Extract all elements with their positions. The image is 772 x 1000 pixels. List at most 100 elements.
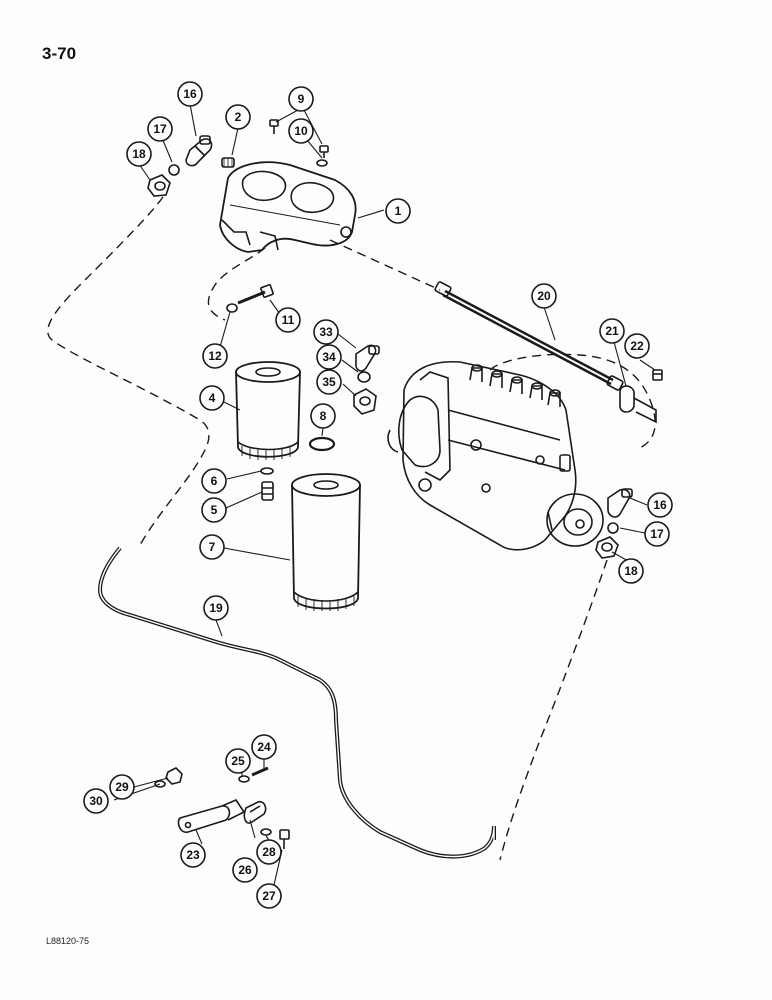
elbow-fitting-33 (355, 344, 380, 372)
page-number: 3-70 (42, 44, 77, 63)
injection-pump (387, 360, 604, 551)
dashed-return-lines (47, 196, 656, 861)
callout-label: 17 (153, 122, 167, 136)
cap-screw-24 (238, 766, 269, 783)
callout-bubbles: 1 2 4 5 6 7 8 (83, 81, 673, 909)
bleed-screw (652, 369, 663, 381)
callout-23: 23 (180, 842, 206, 868)
callout-33: 33 (313, 319, 339, 345)
callout-label: 29 (115, 780, 129, 794)
callout-5: 5 (201, 497, 227, 523)
callout-8: 8 (310, 403, 336, 429)
callout-label: 4 (209, 391, 216, 405)
callout-label: 34 (322, 350, 336, 364)
callout-11: 11 (275, 307, 301, 333)
callout-label: 27 (262, 889, 276, 903)
callout-label: 2 (235, 110, 242, 124)
adapter (261, 481, 274, 501)
callout-12: 12 (202, 343, 228, 369)
sleeve-right (607, 522, 619, 534)
callout-label: 12 (208, 349, 222, 363)
illustration-reference-code: L88120-75 (46, 936, 90, 946)
callout-label: 6 (211, 474, 218, 488)
dashed-route-head-to-hose (329, 239, 441, 291)
callout-label: 1 (395, 204, 402, 218)
callout-24: 24 (251, 734, 277, 760)
elbow-fitting-right (607, 488, 633, 518)
callout-label: 18 (132, 147, 146, 161)
callout-16-right: 16 (647, 492, 673, 518)
banjo-fitting (619, 385, 657, 424)
hose (434, 281, 624, 391)
callout-label: 26 (238, 863, 252, 877)
callout-25: 25 (225, 748, 251, 774)
callout-label: 5 (211, 503, 218, 517)
sleeve-34 (357, 371, 371, 383)
callout-2: 2 (225, 104, 251, 130)
o-ring (260, 467, 274, 475)
callout-label: 25 (231, 754, 245, 768)
callout-label: 21 (605, 324, 619, 338)
callout-18-top: 18 (126, 141, 152, 167)
sleeve-top (168, 164, 180, 176)
bracket (177, 799, 246, 833)
primary-filter (235, 361, 301, 460)
elbow-fitting-top (185, 135, 213, 167)
callout-label: 17 (650, 527, 664, 541)
callout-27: 27 (256, 883, 282, 909)
clamp (243, 800, 267, 824)
filter-head (219, 161, 357, 253)
callout-22: 22 (624, 333, 650, 359)
callout-29: 29 (109, 774, 135, 800)
callout-1: 1 (385, 198, 411, 224)
callout-label: 23 (186, 848, 200, 862)
callout-7: 7 (199, 534, 225, 560)
callout-4: 4 (199, 385, 225, 411)
callout-label: 10 (294, 124, 308, 138)
callout-label: 24 (257, 740, 271, 754)
callout-21: 21 (599, 318, 625, 344)
callout-label: 16 (653, 498, 667, 512)
dashed-route-right (499, 559, 608, 861)
callout-label: 16 (183, 87, 197, 101)
callout-label: 22 (630, 339, 644, 353)
callout-label: 11 (282, 313, 295, 327)
dashed-route-banjo (489, 353, 656, 449)
callout-17-top: 17 (147, 116, 173, 142)
callout-10: 10 (288, 118, 314, 144)
callout-28: 28 (256, 839, 282, 865)
nut-top (147, 174, 171, 197)
callout-20: 20 (531, 283, 557, 309)
callout-label: 20 (537, 289, 551, 303)
callout-label: 7 (209, 540, 216, 554)
nut-right (595, 536, 619, 559)
dashed-route-left (47, 196, 210, 546)
callout-17-right: 17 (644, 521, 670, 547)
seal-ring (308, 436, 336, 452)
callout-label: 35 (322, 375, 336, 389)
dashed-route-head-to-washer (207, 247, 266, 321)
callout-label: 19 (209, 601, 223, 615)
callout-label: 33 (319, 325, 333, 339)
callout-9: 9 (288, 86, 314, 112)
callout-label: 18 (624, 564, 638, 578)
callout-19: 19 (203, 595, 229, 621)
callout-label: 8 (320, 409, 327, 423)
cap-screw-27 (260, 828, 290, 849)
secondary-filter (291, 473, 361, 611)
callout-label: 28 (262, 845, 276, 859)
callout-16-top: 16 (177, 81, 203, 107)
callout-label: 30 (89, 794, 103, 808)
cap-screws-head (269, 119, 329, 167)
callout-30: 30 (83, 788, 109, 814)
callout-6: 6 (201, 468, 227, 494)
plug (221, 157, 235, 168)
fuel-line-tube (97, 546, 496, 859)
callout-label: 9 (298, 92, 305, 106)
cap-screw-filter (226, 284, 274, 313)
callout-35: 35 (316, 369, 342, 395)
callout-26: 26 (232, 857, 258, 883)
nut-35 (353, 388, 377, 415)
